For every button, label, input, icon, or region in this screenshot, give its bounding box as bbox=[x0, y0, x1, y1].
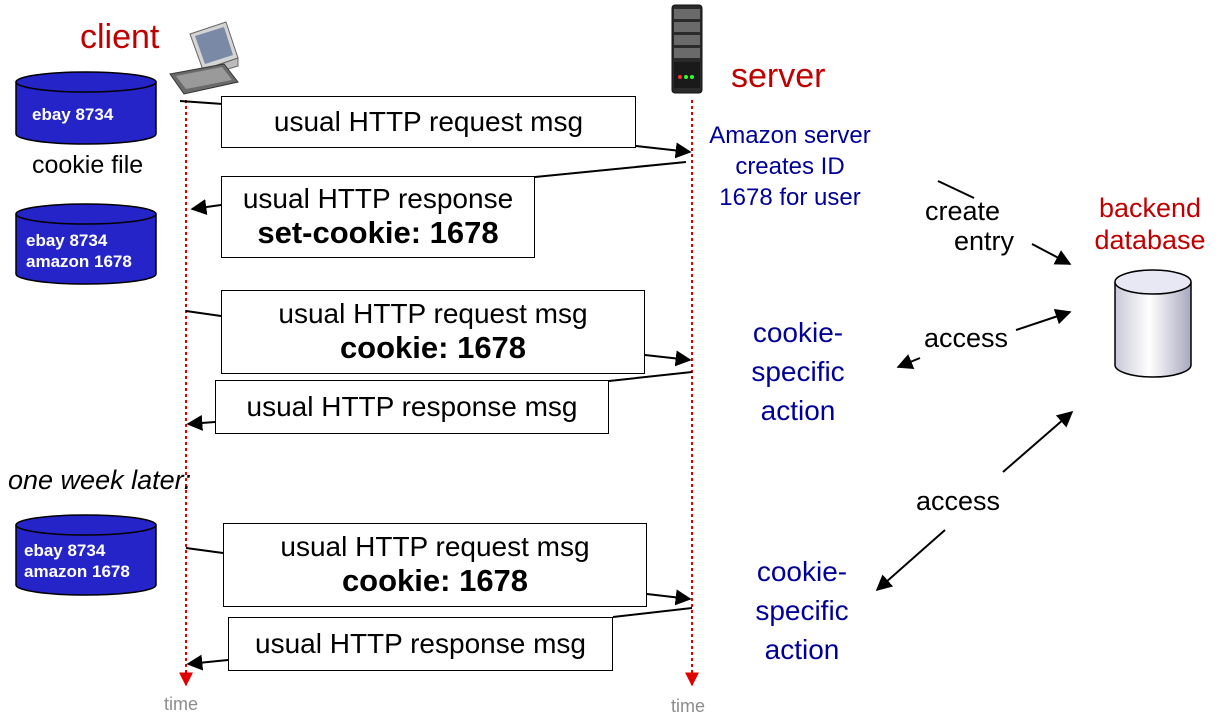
action1-line-1: cookie- bbox=[752, 317, 844, 348]
cookie-file-1-line-1: ebay 8734 bbox=[32, 105, 114, 124]
cookie-file-label: cookie file bbox=[32, 151, 144, 179]
create-label-line-1: create bbox=[925, 196, 1001, 226]
amazon-note-line-1: Amazon server bbox=[709, 122, 871, 149]
create-label-line-2: entry bbox=[954, 225, 1015, 256]
message-box-request-3: usual HTTP request msg cookie: 1678 bbox=[223, 523, 647, 607]
client-label: client bbox=[80, 18, 160, 56]
message-2-line-1: usual HTTP response bbox=[242, 183, 514, 215]
arrow-request-1-head bbox=[635, 142, 692, 159]
amazon-note-line-3: 1678 for user bbox=[719, 184, 861, 212]
message-6-line-1: usual HTTP response msg bbox=[255, 627, 586, 659]
message-box-request-2: usual HTTP request msg cookie: 1678 bbox=[221, 290, 645, 374]
message-box-response-1: usual HTTP response set-cookie: 1678 bbox=[221, 176, 535, 258]
message-box-request-1: usual HTTP request msg bbox=[221, 96, 636, 148]
one-week-later-label: one week later: bbox=[8, 465, 192, 495]
create-line bbox=[937, 180, 975, 199]
server-icon bbox=[671, 4, 703, 94]
message-3-line-1: usual HTTP request msg bbox=[278, 298, 588, 330]
access2-arrow-action bbox=[875, 529, 946, 592]
computer-icon bbox=[169, 21, 239, 95]
entry-arrow bbox=[1031, 243, 1072, 265]
backend-label-line-2: database bbox=[1094, 225, 1206, 256]
action2-line-2: specific bbox=[755, 595, 849, 627]
arrow-response-2 bbox=[608, 371, 693, 382]
cookie-file-cylinder-1 bbox=[15, 71, 157, 145]
client-time-label: time bbox=[164, 694, 199, 714]
action2-line-1: cookie- bbox=[756, 556, 848, 587]
amazon-note-line-2: creates ID bbox=[735, 153, 845, 181]
backend-database-label: backend database bbox=[1090, 192, 1210, 257]
backend-database-icon bbox=[1114, 269, 1192, 378]
server-label: server bbox=[731, 57, 826, 95]
message-3-line-2: cookie: 1678 bbox=[339, 330, 527, 366]
access-label-2: access bbox=[916, 486, 1001, 516]
amazon-server-note: Amazon server creates ID 1678 for user bbox=[700, 120, 880, 214]
arrow-response-2-head bbox=[186, 414, 216, 431]
cookie-file-2-line-2: amazon 1678 bbox=[26, 252, 132, 272]
cookie-file-3-line-2: amazon 1678 bbox=[24, 562, 130, 582]
cookie-file-2-text: ebay 8734 amazon 1678 bbox=[26, 230, 132, 273]
arrow-request-2-head bbox=[644, 350, 692, 367]
cookie-file-cylinder-2 bbox=[15, 203, 157, 285]
arrow-request-1 bbox=[179, 100, 224, 105]
cookie-specific-action-1: cookie- specific action bbox=[738, 313, 858, 431]
action1-line-3: action bbox=[760, 395, 836, 427]
message-box-response-2: usual HTTP response msg bbox=[215, 380, 609, 434]
cookie-file-3-text: ebay 8734 amazon 1678 bbox=[24, 540, 130, 583]
message-box-response-3: usual HTTP response msg bbox=[228, 617, 613, 671]
access1-arrow-db bbox=[1015, 308, 1072, 331]
server-time-label: time bbox=[671, 696, 706, 716]
cookie-specific-action-2: cookie- specific action bbox=[742, 552, 862, 670]
arrow-response-1 bbox=[534, 161, 687, 178]
access2-arrow-db bbox=[1002, 410, 1074, 473]
action1-line-2: specific bbox=[751, 356, 845, 388]
arrow-response-3-head bbox=[186, 654, 229, 671]
cookie-file-cylinder-3 bbox=[15, 514, 157, 596]
arrow-request-2 bbox=[185, 310, 222, 317]
access-label-1: access bbox=[924, 323, 1009, 353]
cookie-file-3-line-1: ebay 8734 bbox=[24, 541, 106, 560]
message-1-line-1: usual HTTP request msg bbox=[273, 105, 584, 137]
arrow-response-1-head bbox=[190, 199, 222, 215]
message-5-line-1: usual HTTP request msg bbox=[280, 531, 590, 563]
message-4-line-1: usual HTTP response msg bbox=[246, 390, 578, 422]
create-entry-label: create entry bbox=[925, 196, 1015, 256]
message-2-line-2: set-cookie: 1678 bbox=[257, 215, 499, 251]
action2-line-3: action bbox=[764, 634, 840, 666]
arrow-response-3 bbox=[612, 607, 693, 618]
message-5-line-2: cookie: 1678 bbox=[341, 563, 529, 599]
arrow-request-3 bbox=[185, 547, 224, 554]
cookie-file-2-line-1: ebay 8734 bbox=[26, 231, 108, 250]
access1-arrow-action bbox=[896, 354, 921, 369]
cookie-file-1-text: ebay 8734 bbox=[32, 104, 113, 125]
arrow-request-3-head bbox=[646, 589, 692, 606]
backend-label-line-1: backend bbox=[1098, 193, 1202, 223]
